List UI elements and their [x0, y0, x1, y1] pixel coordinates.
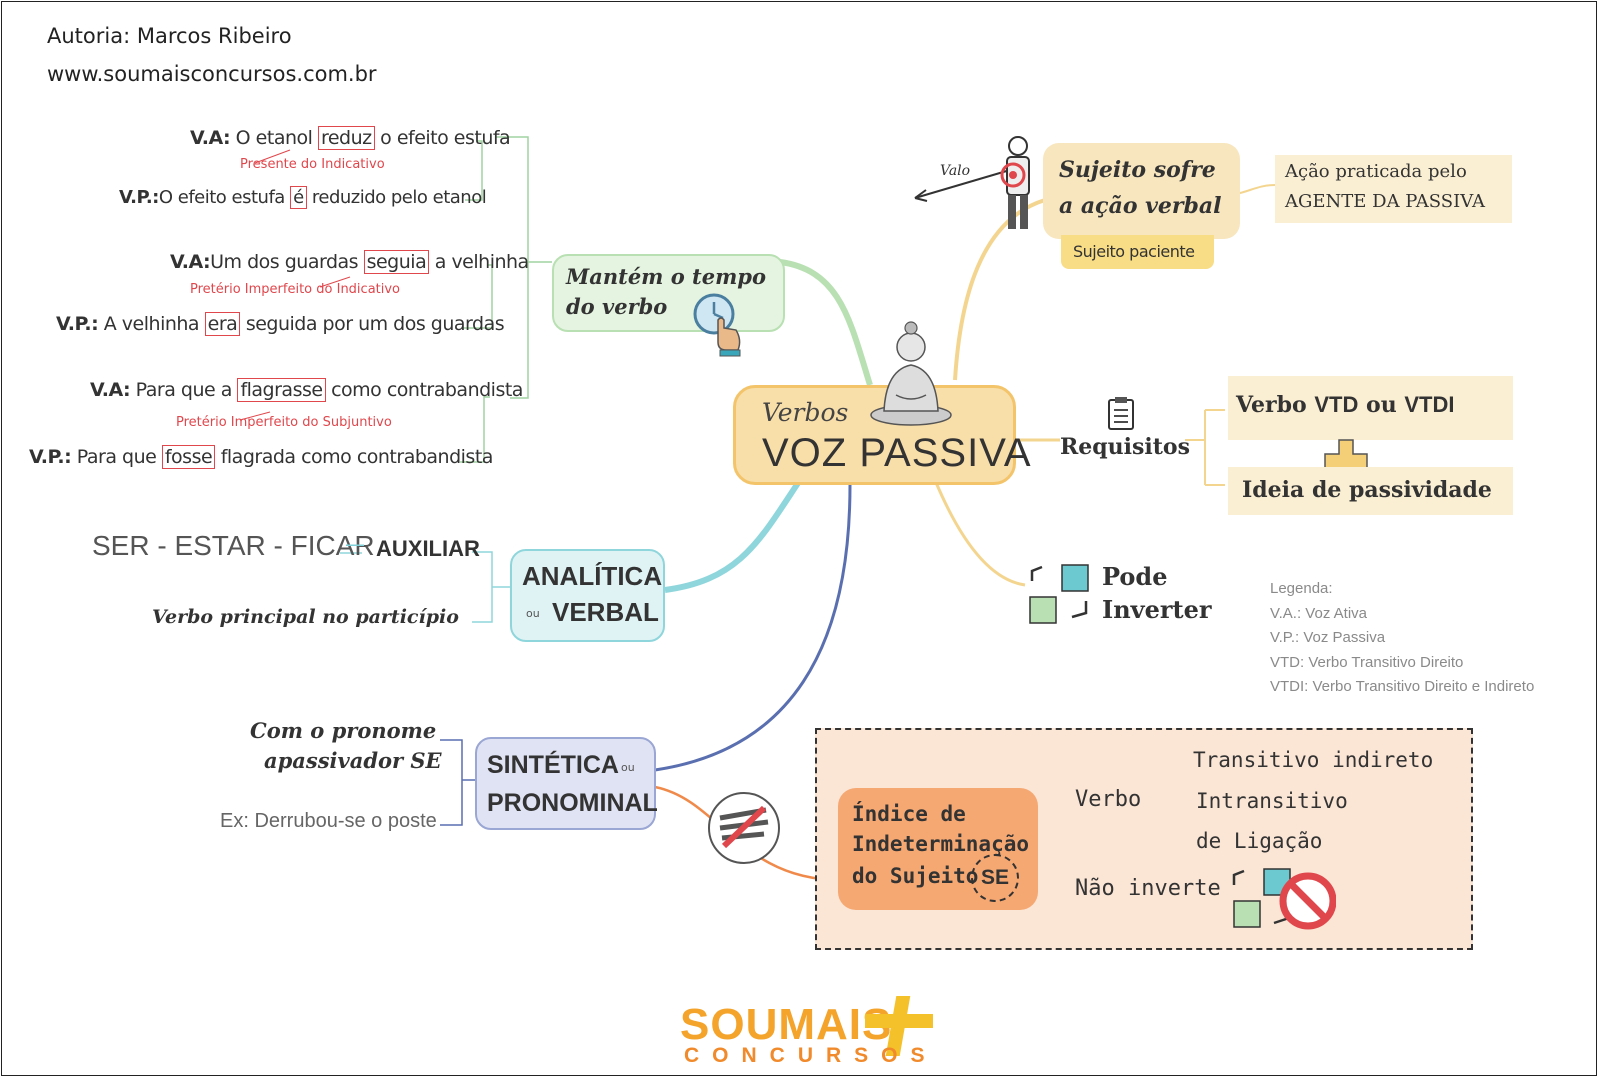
agente-box: Ação praticada pelo AGENTE DA PASSIVA: [1275, 155, 1512, 223]
auxiliar-dash: —: [345, 532, 365, 556]
intransitivo: Intransitivo: [1196, 789, 1348, 813]
ser-estar-ficar: SER - ESTAR - FICAR: [92, 530, 375, 561]
analitica-ou: ou: [526, 607, 540, 620]
site-line: www.soumaisconcursos.com.br: [47, 62, 377, 86]
buddha-icon: [870, 321, 952, 426]
example-2-va: V.A:Um dos guardas seguia a velhinha: [170, 250, 529, 274]
example-2-note: Pretério Imperfeito do Indicativo: [190, 282, 401, 297]
tempo-node: Mantém o tempo do verbo: [552, 254, 785, 332]
legend-item: VTDI: Verbo Transitivo Direito e Indiret…: [1270, 678, 1535, 695]
sujeito-title-line1: Sujeito sofre: [1059, 157, 1216, 183]
indice-node: Índice de Indeterminação do Sujeito SE: [838, 788, 1038, 910]
sujeito-title-line2: a ação verbal: [1059, 193, 1222, 219]
sujeito-node: Sujeito sofre a ação verbal: [1043, 143, 1240, 239]
crossed-out-icon: [708, 792, 780, 864]
example-3-vp: V.P.: Para que fosse flagrada como contr…: [29, 445, 493, 469]
no-swap-icon: [1232, 868, 1336, 930]
logo-bottom: CONCURSOS: [684, 1044, 938, 1067]
center-big-title: VOZ PASSIVA: [762, 431, 1032, 475]
center-small-title: Verbos: [762, 398, 849, 427]
indice-verbo: Verbo: [1075, 787, 1142, 812]
sintetica-sub: PRONOMINAL: [487, 789, 658, 817]
sintetica-node: SINTÉTICA ou PRONOMINAL: [475, 737, 658, 830]
requisito-verbo-text: Verbo VTD ou VTDI: [1236, 392, 1455, 418]
se-badge: SE: [971, 854, 1019, 902]
analitica-title: ANALÍTICA: [522, 561, 663, 591]
logo-plus-icon: [865, 996, 933, 1056]
transitivo-indireto: Transitivo indireto: [1193, 748, 1434, 772]
example-1-va: V.A: O etanol reduz o efeito estufa: [190, 126, 511, 150]
clock-hand-icon: [693, 293, 741, 357]
tempo-title-line2: do verbo: [566, 294, 668, 319]
sujeito-paciente-tag: Sujeito paciente: [1061, 235, 1214, 269]
valo-label: Valo: [940, 163, 971, 179]
requisito-passividade-text: Ideia de passividade: [1242, 477, 1492, 503]
requisito-passividade-box: Ideia de passividade: [1228, 467, 1513, 515]
indice-line2: Indeterminação: [852, 832, 1030, 856]
pronome-line1: Com o pronome: [250, 718, 437, 743]
requisitos-label: Requisitos: [1060, 434, 1190, 460]
de-ligacao: de Ligação: [1196, 829, 1323, 853]
pronome-line2: apassivador SE: [264, 748, 442, 773]
author-line: Autoria: Marcos Ribeiro: [47, 24, 292, 48]
pode-label: Pode: [1102, 562, 1168, 591]
principal-participio: Verbo principal no particípio: [152, 606, 459, 628]
sujeito-paciente-text: Sujeito paciente: [1073, 242, 1195, 261]
requisito-verbo-box: Verbo VTD ou VTDI: [1228, 376, 1513, 440]
swap-icon: [1029, 564, 1089, 624]
tempo-title-line1: Mantém o tempo: [566, 264, 767, 289]
analitica-sub: VERBAL: [552, 597, 659, 627]
example-1-note: Presente do Indicativo: [240, 157, 385, 172]
target-person-icon: [1000, 136, 1030, 229]
example-3-note: Pretério Imperfeito do Subjuntivo: [176, 415, 392, 430]
sintetica-ou: ou: [621, 761, 635, 774]
legend-item: V.A.: Voz Ativa: [1270, 604, 1368, 622]
sintetica-example: Ex: Derrubou-se o poste: [220, 810, 437, 832]
auxiliar-label: AUXILIAR: [376, 536, 480, 561]
legend-title: Legenda:: [1270, 580, 1333, 597]
center-node: Verbos VOZ PASSIVA: [733, 385, 1031, 485]
inverter-label: Inverter: [1102, 595, 1212, 624]
nao-inverte: Não inverte: [1075, 876, 1221, 901]
example-1-vp: V.P.:O efeito estufa é reduzido pelo eta…: [119, 186, 487, 209]
clipboard-icon: [1108, 397, 1134, 430]
example-3-va: V.A: Para que a flagrasse como contraban…: [90, 378, 523, 402]
legend: Legenda: V.A.: Voz Ativa V.P.: Voz Passi…: [1270, 577, 1534, 700]
indice-line3: do Sujeito: [852, 864, 979, 888]
analitica-node: ANALÍTICA ou VERBAL: [510, 549, 665, 642]
example-2-vp: V.P.: A velhinha era seguida por um dos …: [56, 312, 505, 336]
legend-item: VTD: Verbo Transitivo Direito: [1270, 653, 1464, 671]
logo-top: SOUMAIS: [680, 1000, 893, 1049]
indice-line1: Índice de: [852, 802, 966, 826]
sintetica-title: SINTÉTICA: [487, 751, 619, 779]
legend-item: V.P.: Voz Passiva: [1270, 629, 1386, 646]
agente-line1: Ação praticada pelo: [1285, 161, 1467, 182]
agente-line2: AGENTE DA PASSIVA: [1285, 191, 1485, 212]
